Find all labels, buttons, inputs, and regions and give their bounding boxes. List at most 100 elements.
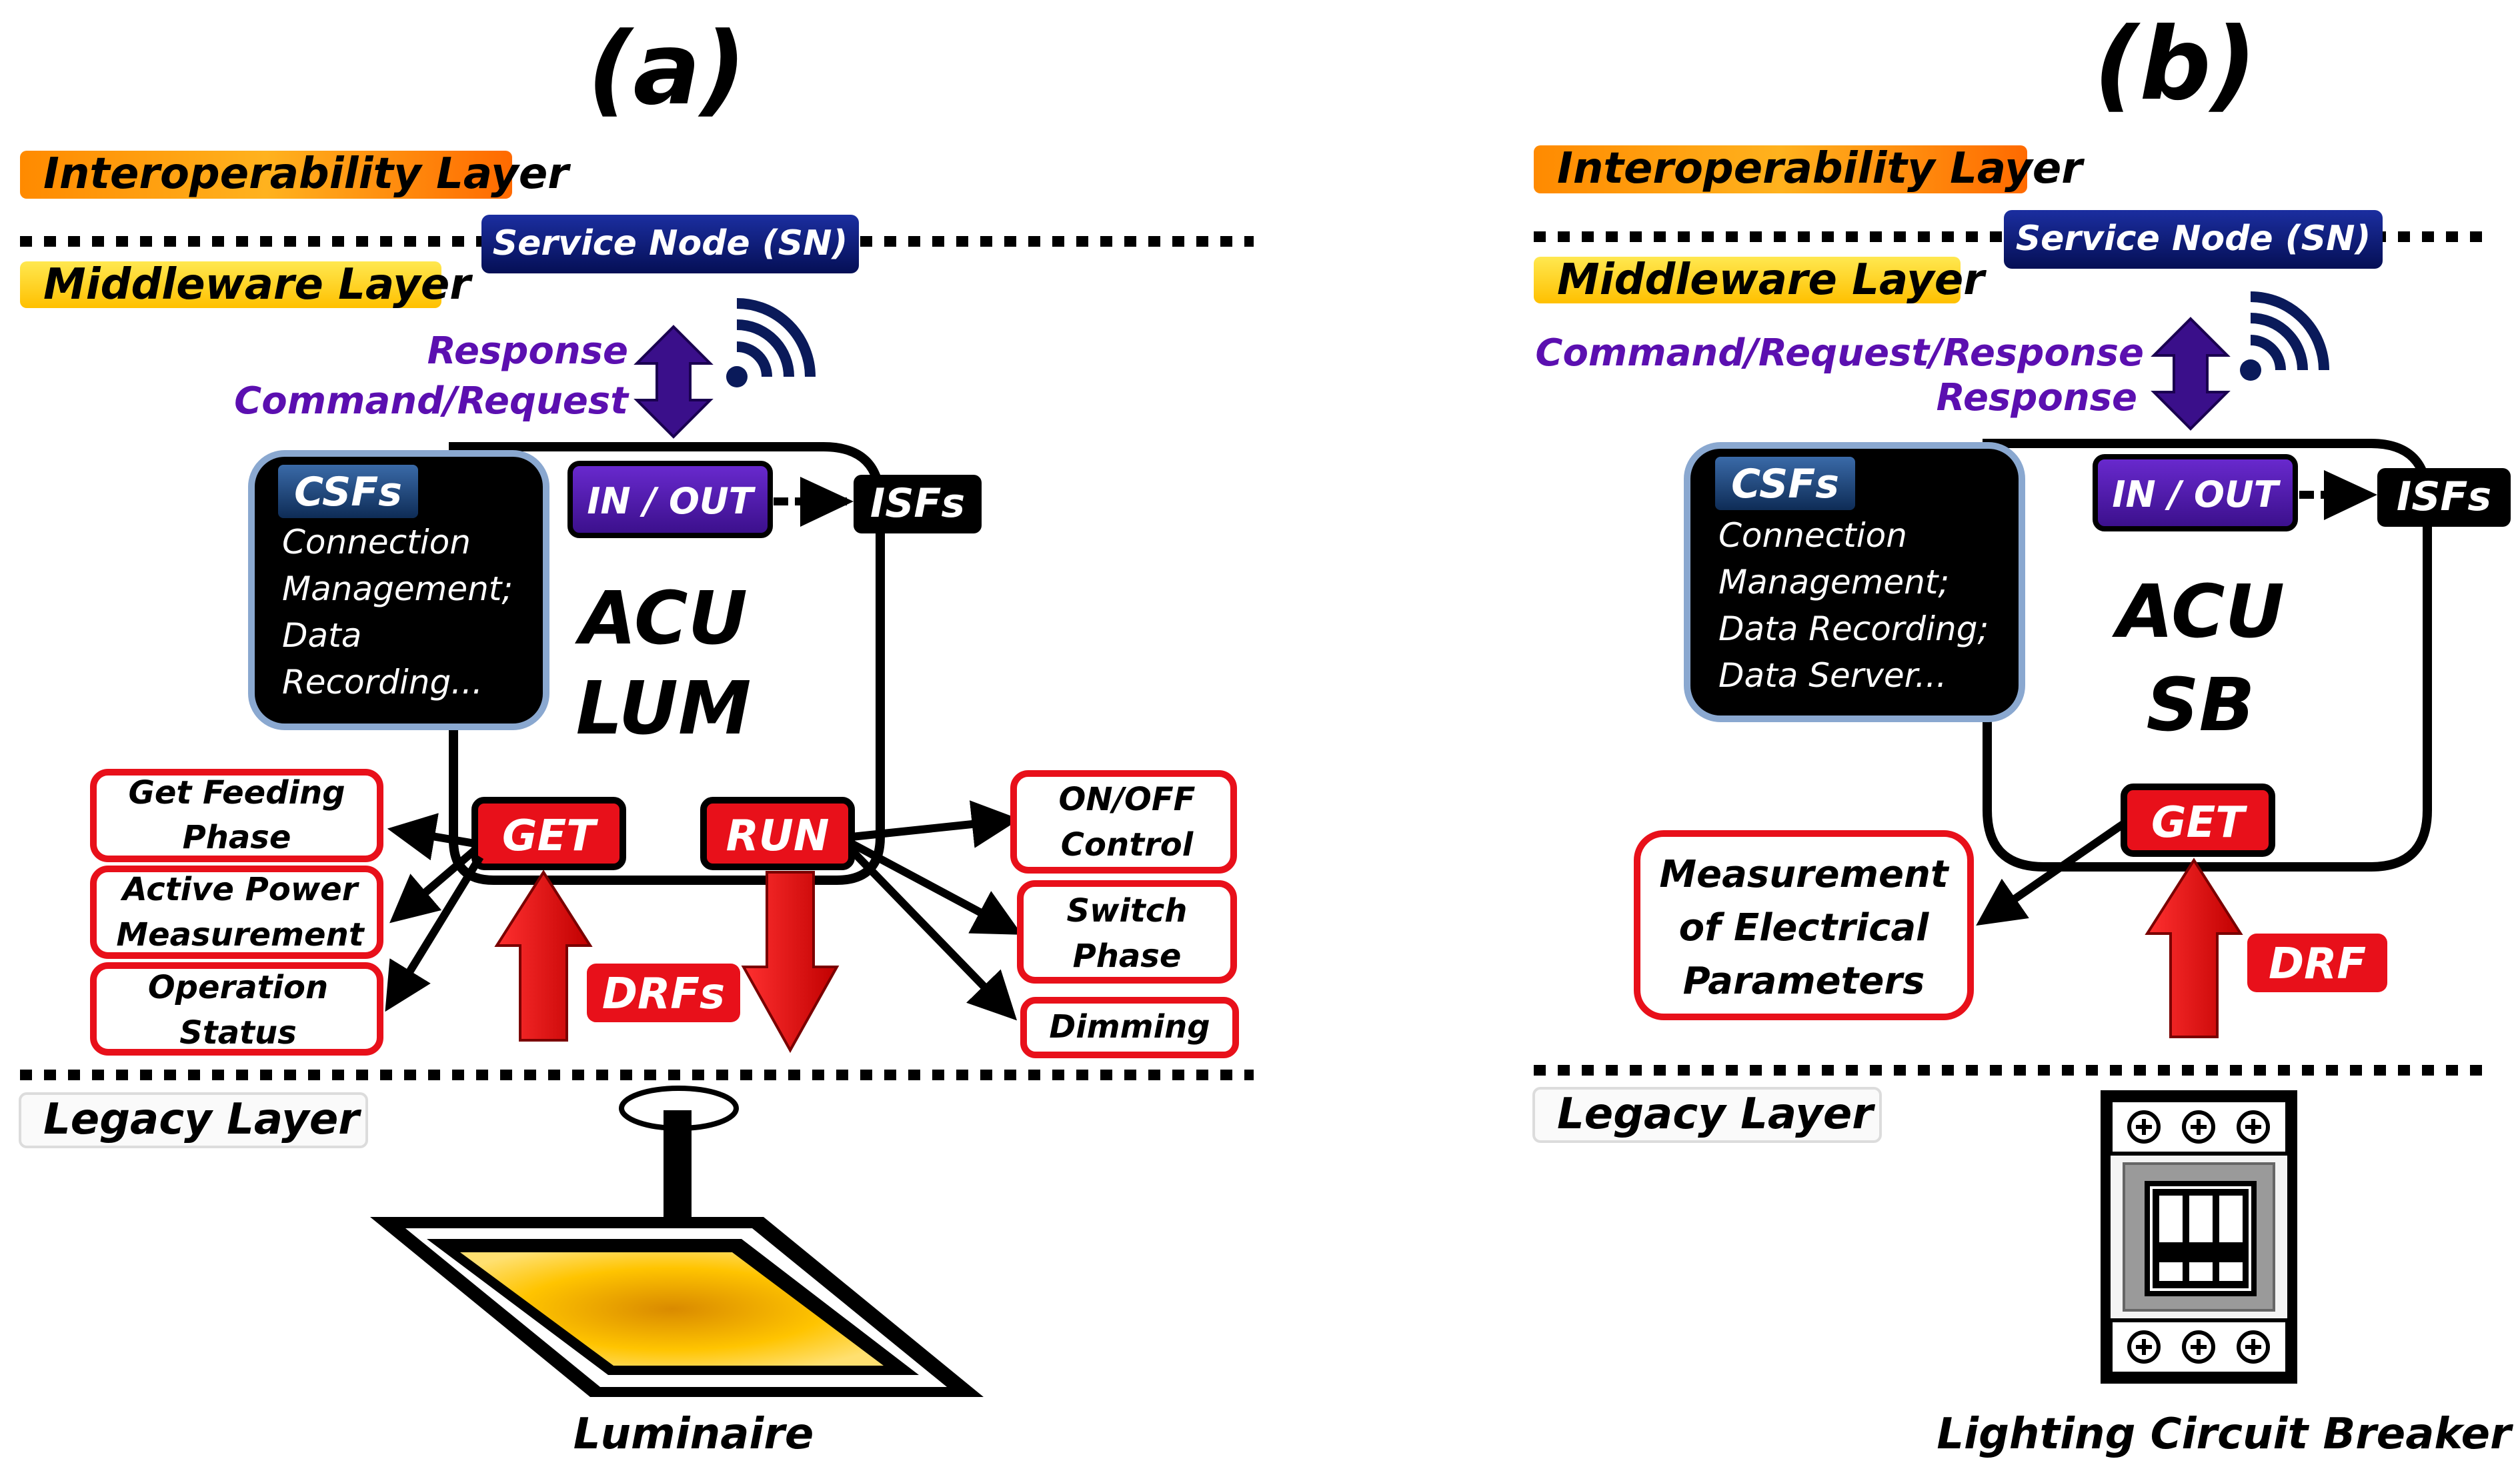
in-out-arrowhead (800, 477, 854, 527)
panel-b-label: (b) (2094, 7, 2257, 123)
get-target-b-line-1: Measurement (1659, 853, 1949, 896)
command-request-response-label: Command/Request/Response (1535, 331, 2144, 375)
run-arrow-2 (850, 840, 1022, 935)
csfs-title: CSFs (294, 469, 402, 515)
run-target-box-1 (1010, 770, 1237, 874)
get-target-box-2 (90, 866, 383, 959)
get-box (471, 797, 626, 870)
get-target-2-line-2: Measurement (116, 916, 365, 954)
run-down-arrow (741, 871, 840, 1054)
get-arrow-3 (385, 854, 484, 1012)
get-target-1-line-1: Get Feeding (128, 774, 345, 812)
get-target-box-1 (90, 769, 383, 862)
get-target-b-line-2: of Electrical (1679, 906, 1930, 950)
get-arrow-2 (389, 847, 477, 924)
get-target-box-3 (90, 962, 383, 1056)
get-target-box-b (1634, 830, 1974, 1020)
run-target-2-line-2: Phase (1073, 938, 1182, 975)
run-target-box-3 (1020, 997, 1239, 1058)
circuit-breaker-icon (2101, 1090, 2297, 1384)
interoperability-layer-label: Interoperability Layer (43, 149, 571, 199)
csfs-title-box-b (1715, 457, 1855, 510)
panel-b: (b) Interoperability Layer Service Node … (1532, 7, 2513, 1459)
luminaire-icon (370, 1086, 984, 1397)
acu-label: ACU (574, 575, 748, 661)
service-node-box-b (2004, 210, 2383, 269)
legacy-layer-badge-b (1532, 1087, 1882, 1143)
get-arrow-1 (387, 813, 476, 861)
csfs-line-4: Recording... (282, 663, 483, 701)
get-label-b: GET (2151, 798, 2247, 848)
acu-sub-label: LUM (576, 665, 752, 751)
isfs-label: ISFs (870, 480, 965, 527)
get-target-3-line-2: Status (179, 1014, 297, 1052)
in-out-box-b (2093, 454, 2298, 531)
in-out-label-b: IN / OUT (2112, 473, 2281, 515)
panel-a-label: (a) (587, 11, 746, 127)
wifi-icon (2240, 291, 2329, 381)
get-target-b-line-3: Parameters (1683, 960, 1925, 1003)
interoperability-layer-badge-b (1534, 145, 2027, 193)
service-node-box (481, 215, 859, 273)
drfs-label: DRFs (602, 970, 725, 1019)
run-target-1-line-2: Control (1061, 826, 1194, 864)
response-label-b: Response (1937, 376, 2137, 419)
wifi-icon (726, 298, 816, 387)
panel-a: (a) Interoperability Layer Service Node … (19, 11, 1254, 1459)
command-request-label: Command/Request (234, 379, 629, 423)
get-label: GET (502, 812, 598, 861)
acu-label-b: ACU (2111, 569, 2285, 654)
run-target-2-line-1: Switch (1067, 892, 1188, 930)
service-node-label: Service Node (SN) (493, 223, 848, 263)
interoperability-layer-badge (20, 151, 512, 199)
acu-sub-label-b: SB (2146, 662, 2255, 748)
csfs-line-1: Connection (282, 523, 471, 561)
in-out-arrowhead-b (2324, 470, 2377, 520)
drf-badge (2247, 934, 2387, 992)
run-target-box-2 (1017, 880, 1237, 984)
run-target-1-line-1: ON/OFF (1059, 781, 1196, 818)
get-box-b (2121, 784, 2275, 857)
bidirectional-arrow-b (2151, 317, 2231, 431)
csfs-line-4-b: Data Server... (1718, 656, 1947, 695)
middleware-layer-badge-b (1534, 257, 1961, 303)
csfs-line-2-b: Management; (1718, 563, 1949, 601)
in-out-box (567, 461, 773, 538)
get-arrow-b (1976, 820, 2127, 926)
middleware-layer-label-b: Middleware Layer (1557, 255, 1987, 305)
service-node-label-b: Service Node (SN) (2016, 219, 2371, 259)
isfs-box (854, 475, 982, 533)
csfs-title-b: CSFs (1731, 461, 1839, 507)
csfs-line-2: Management; (282, 569, 513, 608)
run-arrow-1 (851, 800, 1020, 848)
csfs-line-3-b: Data Recording; (1718, 609, 1989, 648)
bidirectional-arrow (634, 325, 714, 439)
middleware-layer-label: Middleware Layer (43, 260, 473, 309)
get-target-3-line-1: Operation (148, 969, 328, 1006)
circuit-breaker-caption: Lighting Circuit Breaker (1937, 1410, 2513, 1459)
middleware-layer-badge (20, 261, 441, 308)
run-label: RUN (726, 812, 830, 861)
isfs-box-b (2377, 468, 2511, 527)
acu-box (449, 442, 885, 885)
legacy-layer-label-b: Legacy Layer (1557, 1090, 1875, 1139)
get-target-2-line-1: Active Power (120, 871, 360, 908)
csfs-box (248, 450, 549, 730)
acu-box-b (1983, 439, 2432, 872)
drf-label: DRF (2269, 940, 2366, 989)
csfs-box-b (1684, 442, 2025, 722)
run-arrow-3 (848, 847, 1018, 1021)
csfs-line-3: Data (282, 616, 361, 655)
luminaire-caption: Luminaire (573, 1410, 814, 1459)
get-target-1-line-2: Phase (183, 819, 291, 856)
csfs-line-1-b: Connection (1718, 516, 1907, 555)
response-label: Response (427, 329, 628, 373)
csfs-title-box (278, 465, 418, 518)
isfs-label-b: ISFs (2397, 473, 2491, 520)
in-out-label: IN / OUT (587, 480, 756, 522)
drfs-badge (587, 964, 740, 1022)
drf-up-arrow-b (2145, 858, 2243, 1038)
run-target-3-line-1: Dimming (1049, 1008, 1210, 1046)
interoperability-layer-label-b: Interoperability Layer (1557, 144, 2085, 193)
